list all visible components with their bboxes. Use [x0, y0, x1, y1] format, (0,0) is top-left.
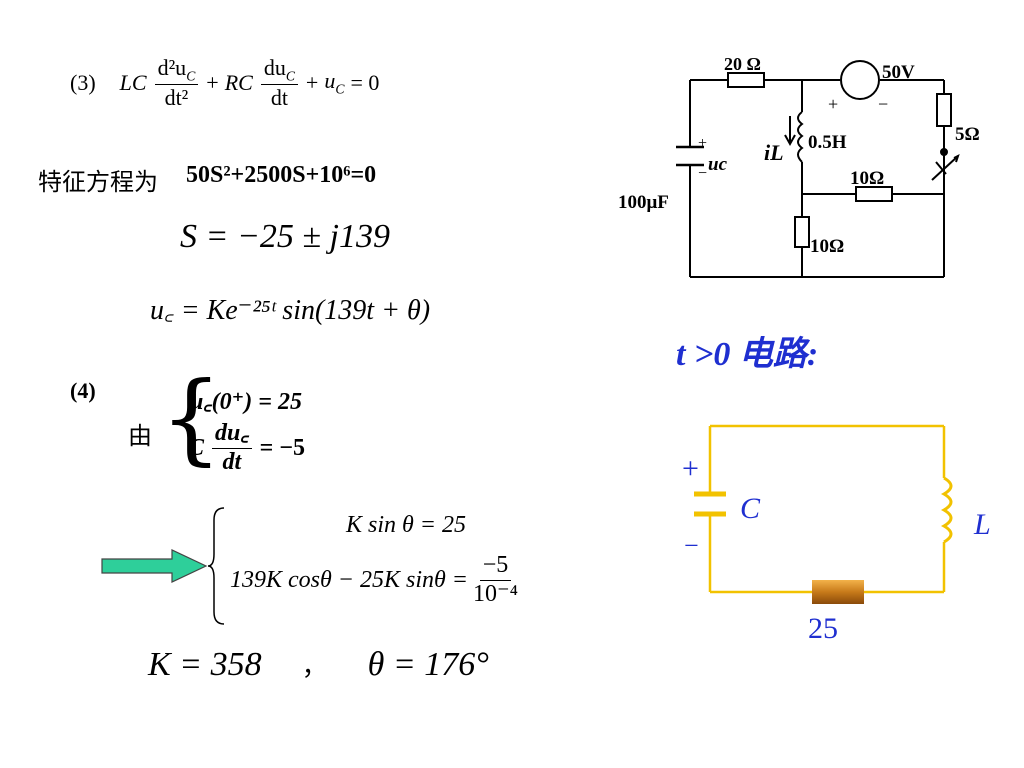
label-r10b: 10Ω [810, 236, 844, 257]
eq3-frac2-num: du [263, 55, 286, 80]
eq3-frac1: d²uC dt² [154, 55, 199, 111]
result-comma: ， [301, 652, 328, 682]
eq3-rc: RC [224, 69, 253, 95]
circuit-top: 20 Ω 50V + − 5Ω 0.5H iL uc + − 100μF 10Ω… [618, 54, 980, 278]
label-cap-plus: + [698, 135, 707, 152]
eq3-uc: uC [324, 68, 344, 97]
result-k: K = 358 [148, 646, 262, 683]
eq3-plus1: + [206, 69, 219, 95]
current-arrow-icon [784, 116, 796, 147]
label-r25: 25 [808, 612, 838, 645]
label-r10a: 10Ω [850, 168, 884, 189]
label-src-minus: − [878, 94, 888, 114]
part4-brace: { [160, 362, 223, 476]
part4-cond2-num: du꜀ [212, 420, 252, 449]
resistor-10b-icon [794, 216, 810, 248]
uc-solution: u꜀ = Ke⁻²⁵ᵗ sin(139t + θ) [150, 295, 431, 326]
system-brace [207, 507, 225, 625]
inductor-icon [797, 111, 804, 163]
eq3-frac1-den: dt² [164, 85, 189, 111]
t-label: t >0 电路: [676, 336, 819, 373]
resistor-10a-icon [855, 186, 893, 202]
voltage-source-icon [840, 60, 880, 100]
system-eq1: K sin θ = 25 [346, 512, 466, 538]
switch-icon [931, 148, 960, 181]
label-cap-minus: − [698, 165, 707, 182]
resistor-25-icon [812, 580, 864, 604]
label-c-plus: + [682, 452, 699, 485]
part4-cond2-den: dt [222, 448, 242, 475]
label-r20: 20 Ω [724, 54, 761, 74]
label-il: iL [764, 140, 784, 165]
label-c-minus: − [684, 531, 699, 560]
inductor-l-icon [940, 476, 953, 544]
part4-you: 由 [128, 422, 152, 450]
char-eq-equation: 50S²+2500S+10⁶=0 [186, 162, 377, 188]
eq3-frac1-num: d²u [157, 55, 187, 80]
resistor-20-icon [727, 72, 765, 88]
part4-cond2-right: = −5 [259, 434, 306, 461]
eq3-frac2: duC dt [260, 55, 298, 111]
result-theta: θ = 176° [367, 646, 489, 683]
system-eq2: 139K cosθ − 25K sinθ = −5 10⁻⁴ [230, 552, 523, 608]
part4-cond1: u꜀(0⁺) = 25 [190, 389, 302, 415]
system-eq2-num: −5 [479, 552, 512, 581]
result-row: K = 358 ， θ = 176° [148, 646, 489, 684]
eq3-frac2-sub: C [285, 68, 295, 84]
label-uc: uc [708, 154, 728, 175]
eq3-plus2: + [305, 69, 319, 95]
label-cap: 100μF [618, 192, 669, 213]
system-eq2-frac: −5 10⁻⁴ [470, 552, 521, 608]
arrow-icon [101, 549, 208, 583]
char-eq-label: 特征方程为 [38, 168, 158, 196]
eq3-row: (3) LC d²uC dt² + RC duC dt + uC = 0 [70, 55, 379, 110]
resistor-5-icon [936, 93, 952, 127]
eq3-uc-main: u [324, 67, 336, 93]
label-v50: 50V [882, 62, 915, 83]
label-r5: 5Ω [955, 124, 980, 145]
label-l: L [973, 508, 991, 541]
circuit-bottom: + − C L 25 [682, 424, 991, 645]
eq3-eq0: = 0 [350, 69, 380, 95]
part4-cond2-frac: du꜀ dt [212, 420, 252, 476]
char-eq-row: 特征方程为 50S²+2500S+10⁶=0 [38, 162, 376, 197]
roots: S = −25 ± j139 [180, 218, 390, 255]
system-eq2-left: 139K cosθ − 25K sinθ = [230, 566, 468, 593]
part4-cond2: C du꜀ dt = −5 [188, 420, 305, 476]
eq3-lc: LC [119, 69, 147, 95]
eq3-frac1-sub: C [186, 68, 196, 84]
eq3-uc-sub: C [335, 81, 345, 97]
eq3-label: (3) [70, 69, 96, 95]
part4-cond2-c: C [188, 434, 205, 461]
label-src-plus: + [828, 94, 838, 114]
label-c: C [740, 492, 761, 525]
part4-label: (4) [70, 378, 96, 403]
system-eq2-den: 10⁻⁴ [472, 580, 519, 607]
eq3-frac2-den: dt [270, 85, 288, 111]
label-l05: 0.5H [808, 132, 847, 153]
